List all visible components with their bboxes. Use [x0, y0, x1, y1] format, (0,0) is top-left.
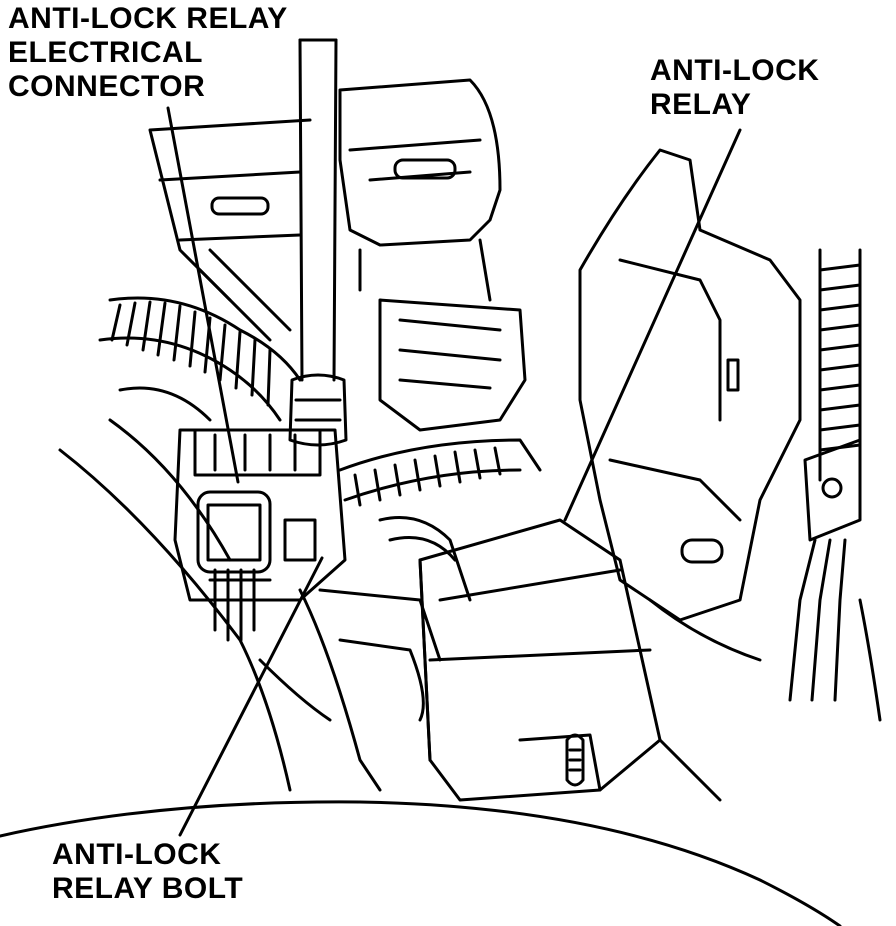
wiring-harness-left	[98, 248, 302, 422]
center-harness	[338, 298, 542, 602]
right-hose	[788, 248, 882, 722]
lower-left-hoses	[58, 418, 442, 792]
leader-lines	[166, 106, 742, 837]
bolt-callout-label: ANTI-LOCK RELAY BOLT	[52, 838, 244, 905]
relay-callout-label: ANTI-LOCK RELAY	[650, 54, 820, 121]
fender-arc	[0, 800, 842, 926]
anti-lock-relay	[418, 518, 662, 802]
upper-brackets	[148, 78, 502, 302]
connector-callout-label: ANTI-LOCK RELAY ELECTRICAL CONNECTOR	[8, 2, 288, 103]
vertical-rod	[288, 38, 348, 447]
right-bracket	[578, 148, 802, 802]
relay-electrical-connector	[173, 428, 347, 642]
